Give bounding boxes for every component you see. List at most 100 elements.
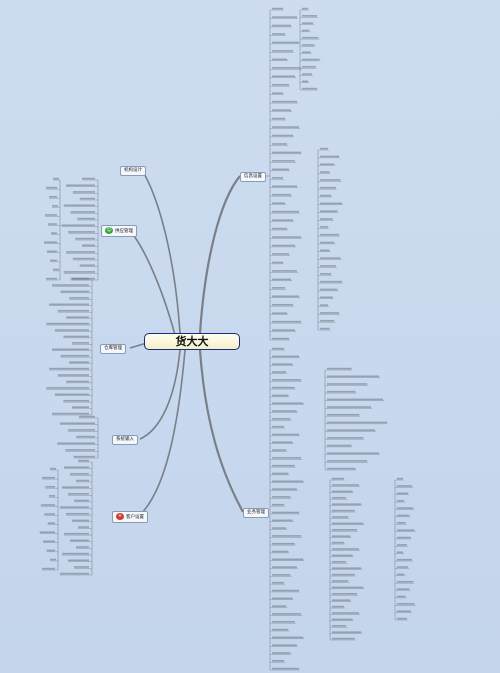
biz-tree-leaf-label — [272, 589, 299, 592]
biz-sub3-leaf-label — [397, 551, 403, 554]
supply-tree-leaf-label — [82, 177, 95, 180]
info-tree-leaf-label — [272, 24, 291, 27]
customer-tree-leaf-label — [68, 559, 89, 562]
biz-sub2-leaf-label — [332, 497, 347, 499]
biz-sub2-leaf-label — [332, 535, 351, 537]
info-tree-leaf-label — [272, 295, 299, 298]
info-tree-leaf-label — [272, 244, 295, 247]
input-tree-leaf-label — [60, 422, 95, 425]
customer-sub-leaf-label — [43, 540, 55, 543]
trunk-org-design — [141, 169, 181, 334]
branch-customer-settings[interactable]: +客户设置 — [112, 511, 148, 523]
smile-icon: ☺ — [105, 227, 113, 234]
supply-tree-leaf-label — [77, 217, 95, 220]
input-tree-leaf-label — [65, 449, 95, 451]
warehouse-tree-leaf-label — [60, 290, 89, 293]
biz-tree-leaf-label — [272, 488, 297, 490]
info-tree-leaf-label — [272, 117, 285, 120]
plus-icon: + — [116, 513, 124, 520]
customer-sub-leaf-label — [50, 558, 56, 561]
info-tree-leaf-label — [272, 287, 285, 289]
biz-sub2-leaf-label — [332, 477, 344, 480]
info-tree-leaf-label — [272, 151, 301, 154]
biz-tree-leaf-label — [272, 472, 289, 475]
info-tree-leaf-label — [272, 67, 301, 69]
customer-tree-leaf-label — [62, 552, 89, 555]
biz-sub3-leaf-label — [397, 477, 403, 480]
biz-sub2-leaf-label — [332, 554, 353, 557]
supply-sub-leaf-label — [45, 214, 57, 216]
warehouse-tree-leaf-label — [72, 406, 89, 408]
warehouse-tree-leaf-label — [46, 387, 89, 389]
biz-tree-leaf-label — [272, 503, 284, 506]
info-tree-leaf-label — [272, 185, 297, 188]
info-tree-leaf-label — [272, 100, 297, 103]
biz-sub2-leaf-label — [332, 631, 362, 633]
biz-tree-leaf-label — [272, 449, 287, 451]
biz-sub1-leaf-label — [327, 444, 352, 447]
customer-tree-leaf-label — [64, 466, 89, 469]
branch-info-settings[interactable]: 信息设置 — [240, 172, 266, 182]
biz-tree-leaf-label — [272, 667, 299, 670]
info-tree-leaf-label — [272, 143, 287, 145]
supply-sub-leaf-label — [50, 259, 57, 262]
info-tree-leaf-label — [272, 337, 289, 340]
info-tree-leaf-label — [272, 16, 297, 18]
warehouse-tree-leaf-label — [54, 393, 89, 396]
trunk-info-settings — [198, 175, 241, 334]
warehouse-tree-leaf-label — [63, 335, 89, 338]
info-tree-leaf-label — [272, 193, 291, 196]
info-sub2-leaf-label — [320, 226, 328, 228]
biz-sub1-leaf-label — [327, 390, 356, 393]
biz-sub2-leaf-label — [332, 593, 357, 595]
branch-supply-mgmt[interactable]: ☺供应管理 — [101, 225, 137, 237]
info-tree-leaf-label — [272, 312, 287, 315]
biz-sub2-leaf-label — [332, 529, 357, 531]
customer-tree-leaf-label — [72, 519, 89, 522]
customer-tree-leaf-label — [78, 459, 89, 462]
supply-sub-leaf-label — [49, 195, 57, 198]
biz-tree-leaf-label — [272, 519, 293, 522]
trunk-customer-settings — [139, 349, 186, 516]
branch-warehouse-mgmt[interactable]: 仓库管理 — [100, 344, 126, 354]
root-node[interactable]: 货大大 — [144, 333, 240, 350]
info-tree-leaf-label — [272, 253, 289, 255]
info-tree-leaf-label — [272, 92, 283, 95]
biz-tree-leaf-label — [272, 644, 297, 646]
supply-sub-leaf-label — [46, 186, 57, 189]
branch-system-input[interactable]: 系统输入 — [112, 435, 138, 445]
biz-sub1-leaf-label — [327, 421, 387, 424]
info-sub2-leaf-label — [320, 233, 339, 236]
info-sub2-leaf-label — [320, 280, 343, 283]
biz-tree-leaf-label — [272, 597, 293, 600]
biz-sub1-leaf-label — [327, 460, 368, 462]
branch-org-design[interactable]: 机构设计 — [120, 166, 146, 176]
biz-sub2-leaf-label — [332, 625, 347, 627]
biz-tree-leaf-label — [272, 441, 293, 444]
supply-tree-leaf-label — [61, 224, 95, 227]
biz-sub3-leaf-label — [397, 529, 415, 531]
biz-sub3-leaf-label — [397, 514, 410, 517]
biz-sub1-leaf-label — [327, 406, 372, 408]
biz-tree-leaf-label — [272, 535, 302, 537]
info-tree-leaf-label — [272, 303, 293, 306]
info-tree-leaf-label — [272, 50, 293, 52]
warehouse-tree-leaf-label — [69, 297, 89, 299]
info-tree-leaf-label — [272, 278, 291, 281]
branch-business-mgmt[interactable]: 业务管理 — [243, 508, 269, 518]
warehouse-tree-leaf-label — [63, 399, 89, 402]
biz-sub3-leaf-label — [397, 544, 407, 546]
customer-tree-leaf-label — [60, 506, 89, 508]
info-sub1-leaf-label — [302, 15, 317, 17]
info-tree-leaf-label — [272, 219, 293, 221]
customer-tree-leaf-label — [60, 572, 89, 575]
input-tree-leaf-label — [79, 415, 95, 418]
customer-tree-leaf-label — [76, 479, 89, 482]
info-tree-leaf-label — [272, 202, 285, 205]
supply-sub-leaf-label — [52, 205, 58, 207]
biz-tree-leaf-label — [272, 363, 293, 366]
supply-tree-leaf-label — [75, 237, 95, 240]
biz-sub3-leaf-label — [397, 617, 407, 620]
warehouse-tree-leaf-label — [66, 316, 89, 318]
